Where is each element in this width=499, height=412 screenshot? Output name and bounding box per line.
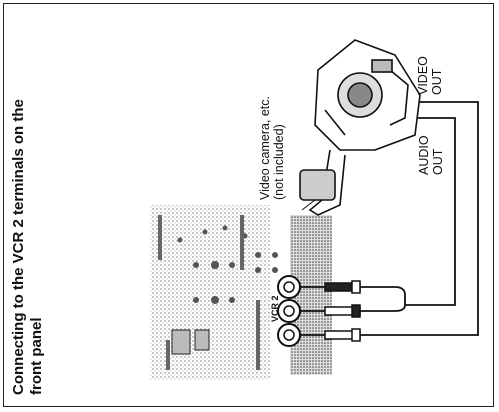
vcr-front-panel-icon [150, 205, 332, 380]
audio-out-label: AUDIO OUT [417, 135, 445, 175]
video-camera-icon [300, 40, 420, 215]
panel-vcr2-label: VCR 2 [270, 295, 280, 322]
rca-plug-icon [325, 281, 360, 341]
video-out-label: VIDEO OUT [416, 56, 444, 95]
camera-label: Video camera, etc. (not included) [258, 96, 286, 200]
